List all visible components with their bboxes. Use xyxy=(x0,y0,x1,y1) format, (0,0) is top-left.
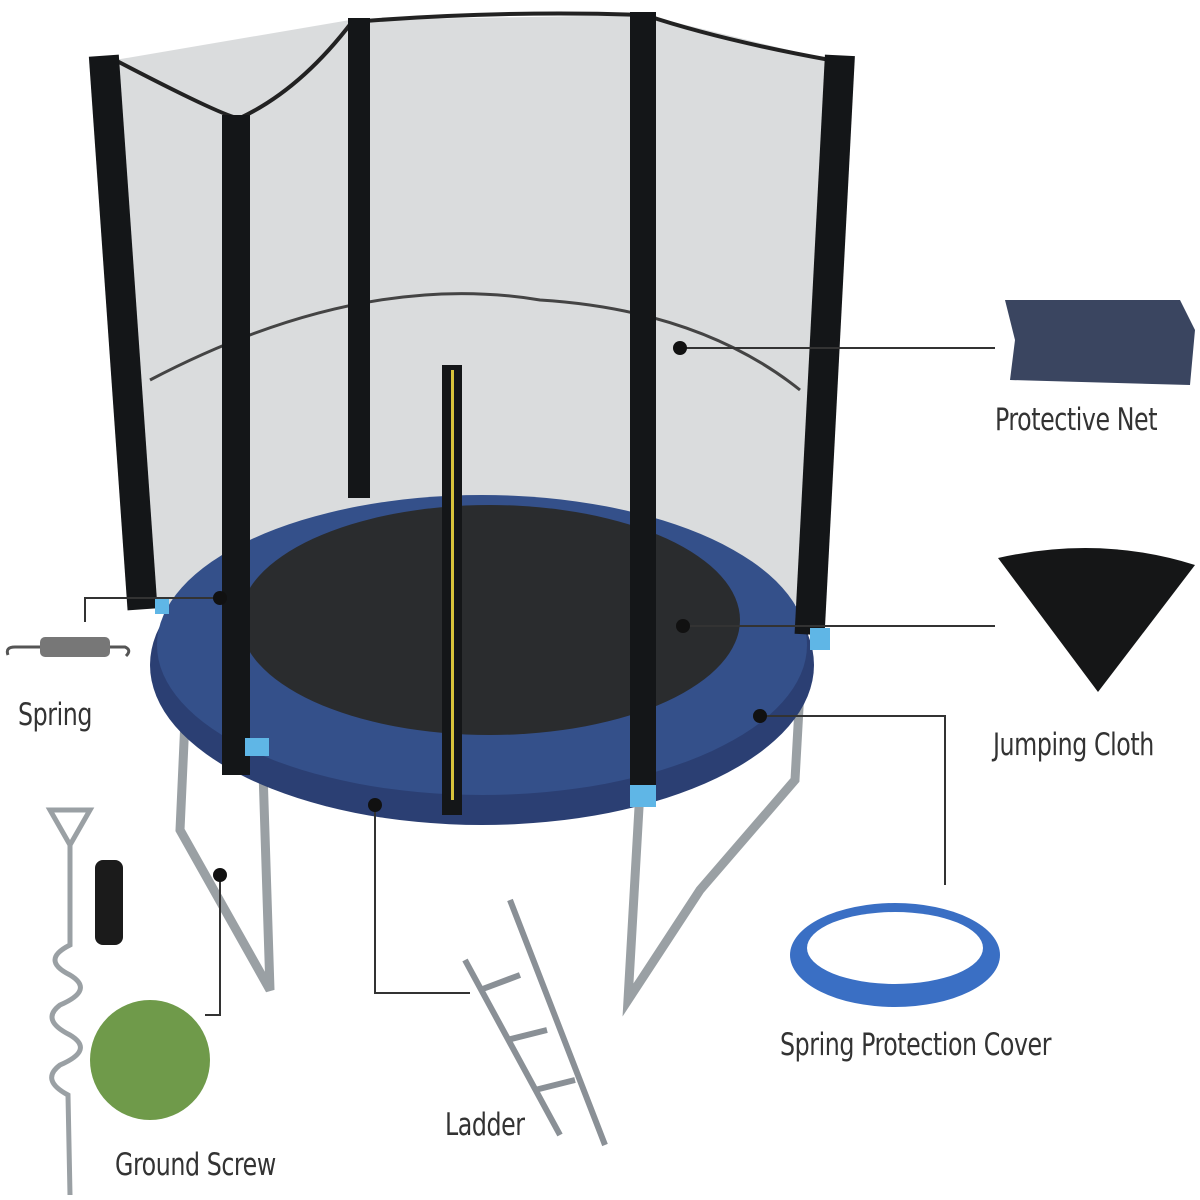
strap-image xyxy=(95,860,123,945)
pole-caps xyxy=(155,598,830,807)
door-zipper xyxy=(451,370,454,800)
label-protective-net: Protective Net xyxy=(995,402,1158,438)
label-spring: Spring xyxy=(18,697,92,733)
leader-dots xyxy=(213,341,767,882)
label-ground-screw: Ground Screw xyxy=(115,1147,276,1183)
legs xyxy=(175,689,805,1017)
leader-lines xyxy=(84,347,995,1016)
ground-screw-image xyxy=(45,807,95,1196)
label-jumping-cloth: Jumping Cloth xyxy=(993,727,1154,763)
anchor-kit-image xyxy=(90,1000,210,1120)
jumping-mat xyxy=(240,505,740,735)
jumping-cloth-image xyxy=(998,548,1195,692)
net-mid-rope xyxy=(149,292,801,392)
spring-image xyxy=(5,637,131,658)
poles xyxy=(88,12,855,815)
ladder-image xyxy=(462,898,608,1147)
label-ladder: Ladder xyxy=(445,1107,525,1143)
protective-net-bag-image xyxy=(1005,300,1195,385)
spring-cover-image xyxy=(790,903,1000,1007)
label-spring-protection-cover: Spring Protection Cover xyxy=(780,1027,1052,1063)
